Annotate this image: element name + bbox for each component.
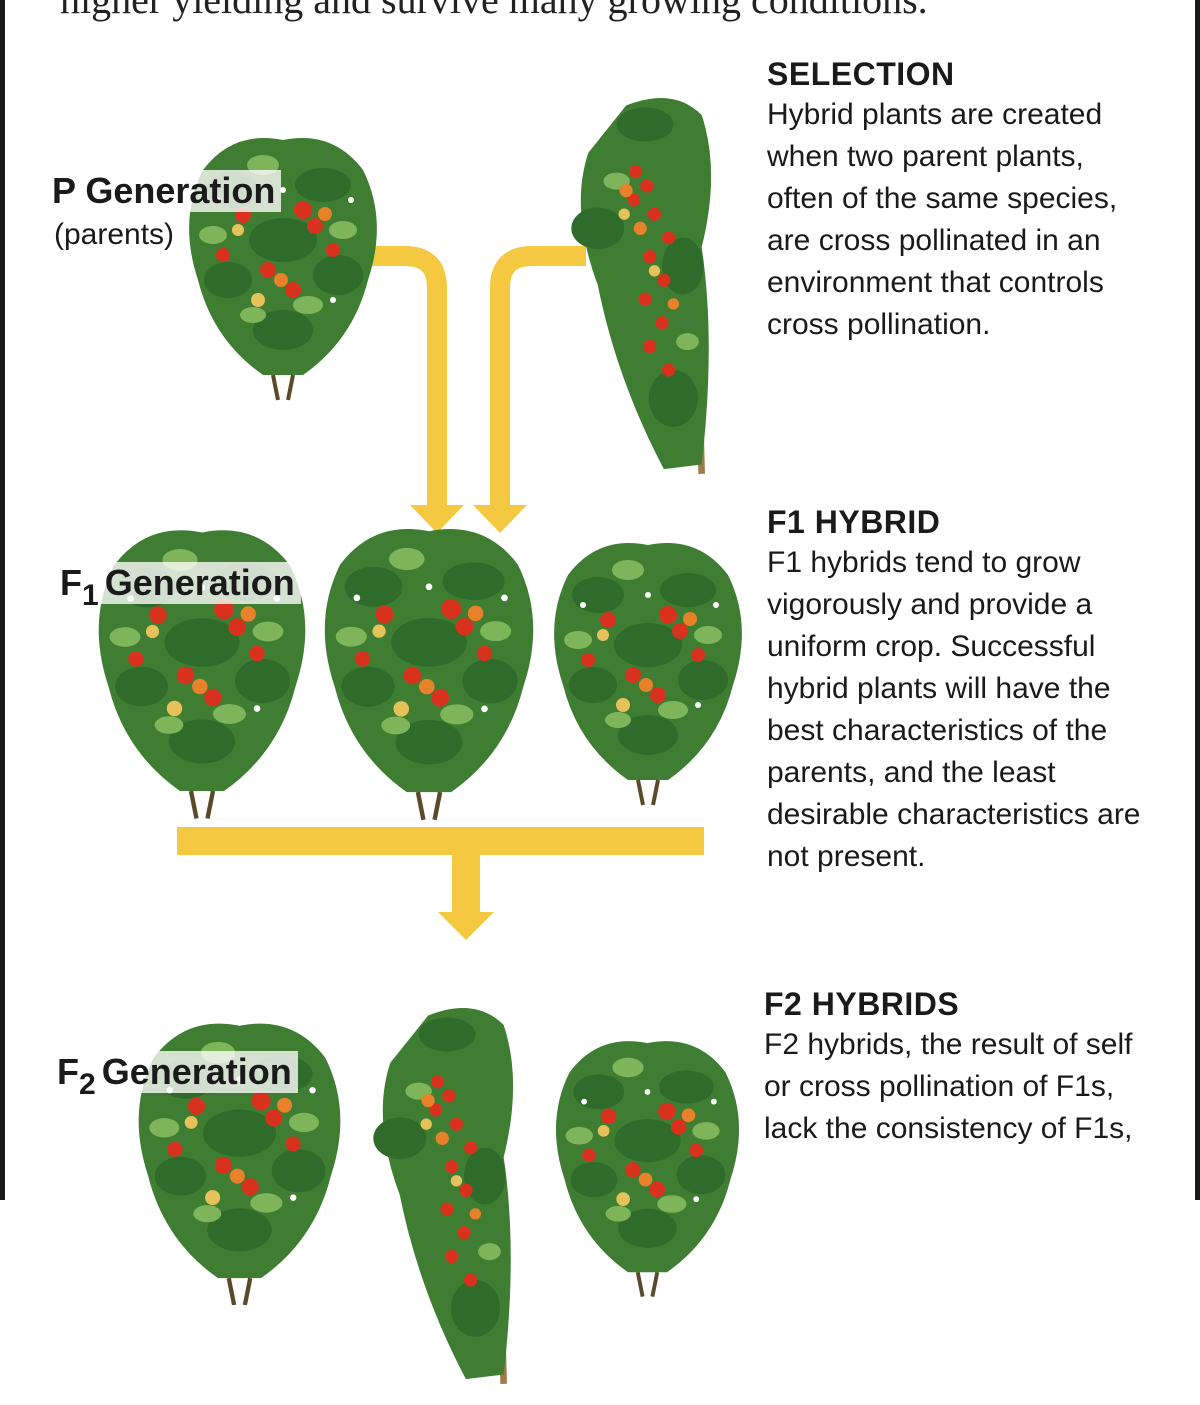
f1-down-stem	[452, 850, 480, 915]
tomato-plant-icon	[554, 1039, 741, 1299]
f2-hybrids-heading: F2 HYBRIDS	[764, 986, 960, 1022]
p-generation-label: P Generation	[50, 170, 282, 212]
left-parent-arrow	[352, 246, 447, 505]
parents-label: (parents)	[54, 218, 179, 252]
tomato-vine-plant-icon	[362, 985, 532, 1405]
intro-text: higher yielding and survive many growing…	[60, 0, 928, 22]
frame-border-left	[0, 0, 5, 1200]
flow-arrows	[177, 246, 704, 940]
tomato-plant-icon	[318, 520, 540, 820]
right-arrowhead	[473, 505, 527, 533]
tomato-vine-plant-icon	[560, 80, 730, 490]
f1-hybrid-body: F1 hybrids tend to grow vigorously and p…	[767, 546, 1141, 873]
f1-prefix: F	[60, 562, 82, 603]
f1-hybrid-heading: F1 HYBRID	[767, 504, 941, 540]
f2-subscript: 2	[79, 1068, 96, 1101]
left-arrowhead	[410, 505, 464, 533]
selection-body: Hybrid plants are created when two paren…	[767, 98, 1118, 341]
frame-border-right	[1195, 0, 1200, 1200]
tomato-plant-icon	[187, 136, 379, 402]
f2-arrowhead	[438, 912, 494, 940]
tomato-plant-icon	[552, 541, 744, 807]
selection-heading: SELECTION	[767, 56, 955, 92]
f2-prefix: F	[57, 1051, 79, 1092]
selection-section: SELECTION Hybrid plants are created when…	[767, 54, 1187, 346]
f2-hybrids-section: F2 HYBRIDS F2 hybrids, the result of sel…	[764, 984, 1184, 1150]
f1-subscript: 1	[82, 579, 99, 612]
f2-label-text: Generation	[101, 1051, 292, 1092]
right-parent-arrow	[490, 246, 586, 505]
f1-merge-bar	[177, 827, 704, 855]
f1-label-text: Generation	[104, 562, 295, 603]
f2-hybrids-body: F2 hybrids, the result of self or cross …	[764, 1028, 1133, 1145]
f1-hybrid-section: F1 HYBRID F1 hybrids tend to grow vigoro…	[767, 502, 1187, 878]
